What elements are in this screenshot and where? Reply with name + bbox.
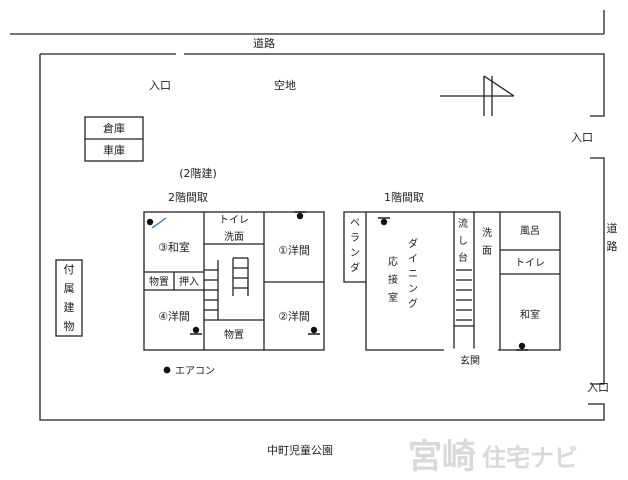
room-yoma4: ④洋間: [158, 309, 190, 323]
vacant-lot-label: 空地: [274, 78, 296, 92]
svg-text:ベ: ベ: [350, 217, 360, 229]
room-washitsu3: ③和室: [158, 240, 190, 254]
aircon-units: [146, 212, 526, 374]
garage-label: 車庫: [103, 143, 125, 157]
property-boundary-right: [590, 157, 605, 385]
warehouse-label: 倉庫: [103, 121, 125, 135]
aircon-legend-label: エアコン: [175, 366, 215, 377]
park-label: 中町児童公園: [267, 443, 333, 457]
aircon-dot-icon: [146, 218, 154, 226]
aircon-dot-icon: [163, 366, 171, 374]
svg-text:流: 流: [458, 217, 468, 230]
svg-text:ン: ン: [350, 248, 360, 259]
room-toilet-2f: トイレ: [219, 215, 249, 226]
svg-text:室: 室: [388, 291, 398, 304]
svg-text:付: 付: [64, 263, 75, 276]
washroom-label: 洗面: [482, 227, 492, 257]
veranda-outline: [343, 211, 366, 283]
room-yoma1: ①洋間: [278, 243, 310, 257]
entrance-bottom-label: 入口: [587, 381, 609, 394]
svg-text:し: し: [458, 235, 468, 247]
svg-text:ラ: ラ: [350, 232, 360, 244]
svg-text:道: 道: [607, 221, 618, 235]
property-boundary-top-right: [184, 53, 605, 117]
two-story-note: (2階建): [179, 166, 217, 180]
reception-label: 応接室: [388, 255, 398, 304]
aircon-dot-icon: [380, 218, 388, 226]
sink-label: 流し台: [458, 217, 468, 264]
room-washitsu-1f: 和室: [520, 308, 540, 321]
svg-text:建: 建: [64, 300, 75, 314]
svg-text:面: 面: [482, 246, 492, 257]
floor2-title: 2階間取: [168, 190, 208, 204]
room-yoma2: ②洋間: [278, 309, 310, 323]
aircon-dot-icon: [310, 326, 318, 334]
property-boundary-left-bottom: [39, 54, 605, 421]
road-right-label: 道 路: [607, 221, 618, 253]
room-senmen-2f: 洗面: [224, 231, 244, 243]
svg-text:属: 属: [64, 282, 75, 295]
svg-text:路: 路: [607, 240, 618, 253]
watermark-logo: 宮崎: [408, 437, 476, 477]
floor2-outline: [143, 211, 325, 351]
room-storage-b: 物置: [224, 328, 244, 341]
entrance-top-label: 入口: [149, 79, 171, 92]
svg-text:ダ: ダ: [408, 237, 418, 250]
aircon-dot-icon: [296, 212, 304, 220]
genkan-label: 玄関: [460, 354, 480, 367]
svg-text:ダ: ダ: [350, 261, 360, 274]
road-top-label: 道路: [253, 36, 275, 50]
entrance-right-label: 入口: [571, 131, 593, 144]
svg-text:台: 台: [458, 251, 468, 264]
aircon-dot-icon: [192, 326, 200, 334]
svg-text:イ: イ: [408, 254, 418, 265]
aircon-arrow: [151, 217, 167, 229]
north-arrow-icon: [440, 75, 515, 116]
room-oshiire: 押入: [179, 275, 199, 288]
svg-text:接: 接: [388, 273, 398, 286]
room-toilet-1f: トイレ: [515, 258, 545, 269]
room-bath: 風呂: [520, 225, 540, 237]
svg-text:ン: ン: [408, 284, 418, 295]
svg-text:応: 応: [388, 255, 398, 268]
watermark-text: 住宅ナビ: [482, 444, 578, 472]
svg-text:物: 物: [64, 319, 75, 333]
svg-text:ニ: ニ: [408, 269, 418, 280]
annex-building: [55, 259, 83, 337]
svg-text:洗: 洗: [482, 227, 492, 239]
floor1-title: 1階間取: [384, 190, 424, 204]
aircon-dot-icon: [518, 342, 526, 350]
room-storage-a: 物置: [149, 275, 169, 288]
svg-text:グ: グ: [408, 297, 418, 310]
